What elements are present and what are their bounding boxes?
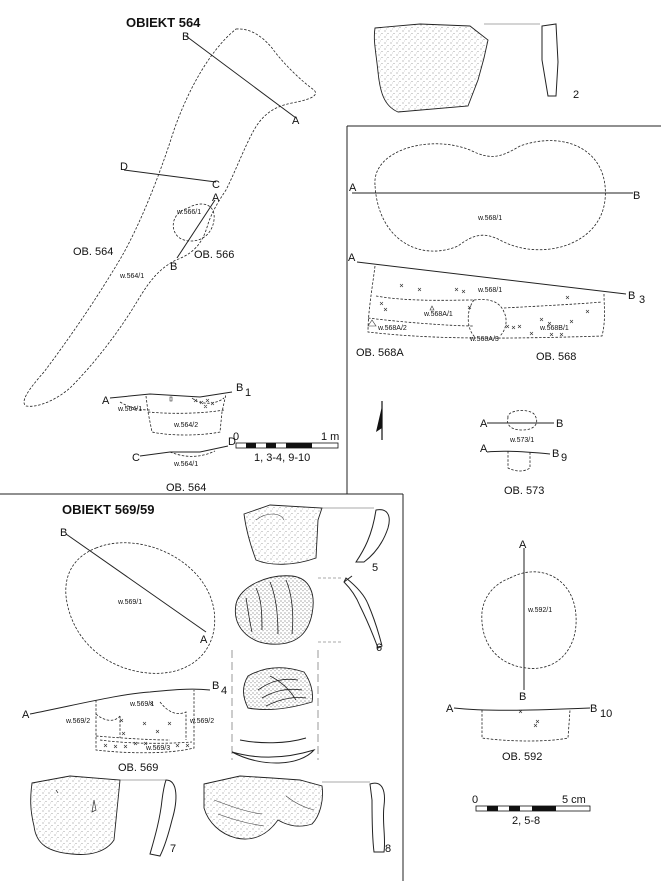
ob592-sec-point-a: A — [446, 703, 454, 715]
ob568-sec-fill-a2: w.568A/2 — [377, 325, 407, 332]
scale-5cm-end: 5 cm — [562, 794, 586, 806]
ob568-label: OB. 568 — [536, 351, 576, 363]
ob564-section — [109, 391, 233, 457]
ob568-section — [356, 261, 627, 339]
scale-5cm-zero: 0 — [472, 794, 478, 806]
panel-frames — [0, 125, 661, 881]
ob592-plan-fill: w.592/1 — [527, 607, 552, 614]
ob569-sec-point-a: A — [22, 709, 30, 721]
ob564-section-crosses — [169, 396, 215, 409]
ob568-plan-point-b: B — [633, 190, 640, 202]
scale-bar-1m — [235, 442, 339, 449]
ob569-plan-fill: w.569/1 — [117, 599, 142, 606]
ob564-plan — [23, 28, 316, 407]
ob564-section-number: 1 — [245, 387, 251, 399]
ob573-plan-point-a: A — [480, 418, 488, 430]
ob564-sec-point-c: C — [132, 452, 140, 464]
ob573-section-number: 9 — [561, 452, 567, 464]
ob568-plan-point-a: A — [349, 182, 357, 194]
obiekt-569-title: OBIEKT 569/59 — [62, 502, 155, 517]
ob564-point-a: A — [292, 115, 300, 127]
scale-bar-5cm — [475, 805, 591, 812]
find-2-number: 2 — [573, 89, 579, 101]
obiekt-564-title: OBIEKT 564 — [126, 15, 201, 30]
ob592-section-number: 10 — [600, 708, 612, 720]
ob564-point-d: D — [120, 161, 128, 173]
ob564-sec-point-a: A — [102, 395, 110, 407]
ob592-plan-point-a: A — [519, 539, 527, 551]
ob564-fill-label: w.564/1 — [119, 273, 144, 280]
ob568a-label: OB. 568A — [356, 347, 404, 359]
ob592-plan — [481, 548, 577, 690]
ob569-section — [29, 688, 211, 754]
scale-5cm-caption: 2, 5-8 — [512, 815, 540, 827]
find-7-number: 7 — [170, 843, 176, 855]
find-8-number: 8 — [385, 843, 391, 855]
north-arrow-icon — [376, 401, 383, 440]
ob564-sec-fill-1: w.564/1 — [117, 406, 142, 413]
ob573-sec-point-a: A — [480, 443, 488, 455]
ob564-point-b: B — [182, 31, 189, 43]
find-5-number: 5 — [372, 562, 378, 574]
ob568-section-crosses — [367, 283, 590, 337]
find-8-fragment — [203, 775, 386, 853]
scale-1m-zero: 0 — [233, 431, 239, 443]
ob568-sec-point-b: B — [628, 290, 635, 302]
ob568-sec-fill-a1: w.568A/1 — [423, 311, 453, 318]
ob568-sec-fill-a3: w.568A/3 — [469, 336, 499, 343]
scale-1m-caption: 1, 3-4, 9-10 — [254, 452, 310, 464]
find-6-number: 6 — [376, 642, 382, 654]
ob566-label: OB. 566 — [194, 249, 234, 261]
ob573-drawing — [486, 410, 554, 472]
ob564-plan-label: OB. 564 — [73, 246, 113, 258]
ob592-plan-point-b: B — [519, 691, 526, 703]
ribbed-fragment — [231, 650, 319, 764]
ob569-sec-point-b: B — [212, 680, 219, 692]
find-6-fragment — [234, 575, 383, 649]
ob569-plan-point-a: A — [200, 634, 208, 646]
find-2-fragment — [373, 23, 559, 113]
ob569-sec-fill-3: w.569/3 — [145, 745, 170, 752]
ob568-section-number: 3 — [639, 294, 645, 306]
ob592-section — [453, 707, 591, 742]
ob592-sec-point-b: B — [590, 703, 597, 715]
ob573-plan-point-b: B — [556, 418, 563, 430]
scale-1m-end: 1 m — [321, 431, 339, 443]
ob564-sec-fill-c: w.564/1 — [173, 461, 198, 468]
ob566-point-a: A — [212, 192, 220, 204]
ob573-fill: w.573/1 — [509, 437, 534, 444]
ob569-section-number: 4 — [221, 685, 227, 697]
ob564-sec-fill-2: w.564/2 — [173, 422, 198, 429]
ob564-sec-point-b: B — [236, 382, 243, 394]
ob569-sec-fill-1: w.569/1 — [129, 701, 154, 708]
ob566-fill-label: w.566/1 — [176, 209, 201, 216]
ob592-section-crosses — [518, 709, 540, 728]
ob568-plan-fill: w.568/1 — [477, 215, 502, 222]
ob569-label: OB. 569 — [118, 762, 158, 774]
ob569-plan-point-b: B — [60, 527, 67, 539]
ob573-sec-point-b: B — [552, 448, 559, 460]
ob569-section-crosses — [103, 701, 190, 749]
ob568-sec-fill-b1: w.568B/1 — [539, 325, 569, 332]
ob568-plan — [352, 140, 633, 252]
ob569-sec-fill-2l: w.569/2 — [65, 718, 90, 725]
ob568-sec-fill-1: w.568/1 — [477, 287, 502, 294]
ob568-sec-point-a: A — [348, 252, 356, 264]
ob564-point-c: C — [212, 179, 220, 191]
ob573-label: OB. 573 — [504, 485, 544, 497]
ob564-section-label: OB. 564 — [166, 482, 206, 494]
ob564-sec-point-d: D — [228, 436, 236, 448]
ob566-point-b: B — [170, 261, 177, 273]
find-7-fragment — [30, 775, 177, 857]
ob569-sec-fill-2r: w.569/2 — [189, 718, 214, 725]
ob592-label: OB. 592 — [502, 751, 542, 763]
ob569-plan — [65, 533, 216, 674]
find-5-fragment — [243, 504, 390, 565]
